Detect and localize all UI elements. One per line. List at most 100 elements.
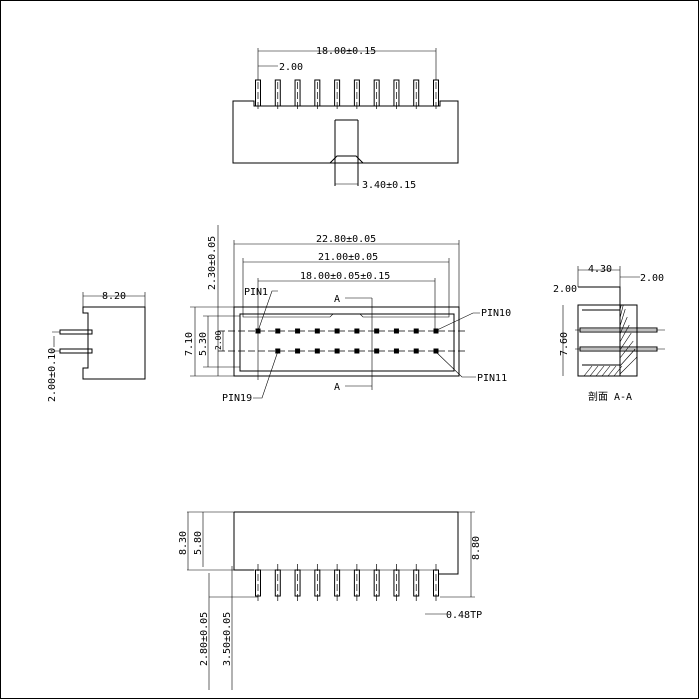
dim-depth: 8.20: [102, 291, 126, 302]
dim-pin-tail-b: 3.50±0.05: [222, 612, 233, 666]
section-hatch: [583, 304, 638, 377]
key-notch: [242, 313, 450, 318]
pin: [334, 569, 341, 597]
front-dim-lines: [233, 240, 460, 380]
dim-pin-span-front: 18.00±0.05±0.15: [300, 271, 390, 282]
inner-cavity: [239, 313, 455, 372]
hatch-line: [619, 340, 634, 359]
dim-body-height: 8.30: [178, 531, 189, 555]
pin: [255, 569, 261, 597]
label-pin10: PIN10: [481, 308, 511, 319]
pin-bottom-row: [295, 348, 301, 354]
front-pins: [255, 328, 439, 354]
pin-top-row: [334, 328, 340, 334]
front-view: 22.80±0.05 21.00±0.05 18.00±0.05±0.15 2.…: [184, 225, 511, 404]
section-title: 剖面 A-A: [588, 390, 632, 403]
section-line: [345, 297, 373, 390]
hatch-line: [583, 365, 593, 377]
pin-bottom-row: [393, 348, 399, 354]
side-view: 8.20 2.00±0.10: [47, 291, 146, 402]
hatch-line: [619, 316, 628, 335]
side-body: [82, 306, 146, 380]
hatch-line: [619, 356, 638, 375]
pin-top-row: [433, 328, 439, 334]
pin-bottom-row: [374, 348, 380, 354]
dim-pitch: 2.00: [279, 62, 303, 73]
dim-top-width: 4.30: [588, 264, 612, 275]
pin: [314, 569, 321, 597]
dim-offset-a: 2.00: [553, 284, 577, 295]
dim-overall-width: 7.10: [184, 332, 195, 356]
hatch-line: [613, 365, 623, 377]
hatch-line: [601, 365, 611, 377]
dim-row-pitch: 2.00: [214, 331, 223, 350]
pin-bottom-row: [354, 348, 360, 354]
pin-bottom-row: [433, 348, 439, 354]
dim-inner-width: 5.30: [198, 332, 209, 356]
dim-overall-length: 22.80±0.05: [316, 234, 376, 245]
row-centerlines: [218, 330, 465, 352]
pin: [433, 569, 439, 597]
side-pins: [59, 329, 93, 354]
dim-inner-height: 5.80: [193, 531, 204, 555]
dim-key-width: 3.40±0.15: [362, 180, 416, 191]
dim-total-height: 8.80: [471, 536, 482, 560]
key-slot: [329, 119, 364, 186]
bottom-dims: [187, 511, 475, 690]
pin-bottom-row: [413, 348, 419, 354]
dim-wall-offset: 2.30±0.05: [207, 236, 218, 290]
dim-offset-b: 2.00: [640, 273, 664, 284]
bottom-pins: [255, 564, 439, 602]
pin: [413, 569, 420, 597]
dim-inner-length: 21.00±0.05: [318, 252, 378, 263]
section-marker-top: A: [334, 294, 340, 305]
pin-top-row: [354, 328, 360, 334]
dim-side-pitch: 2.00±0.10: [47, 348, 58, 402]
hatch-line: [619, 304, 622, 311]
top-dim-lines: [257, 48, 437, 80]
section-marker-bottom: A: [334, 382, 340, 393]
pin-bottom-row: [314, 348, 320, 354]
hatch-line: [619, 304, 624, 319]
dim-pin-tail-a: 2.80±0.05: [199, 612, 210, 666]
pin: [294, 569, 301, 597]
pin-bottom-row: [334, 348, 340, 354]
outer-housing: [233, 306, 460, 377]
pin: [393, 569, 400, 597]
dim-section-height: 7.60: [559, 332, 570, 356]
hatch-line: [619, 348, 636, 367]
pin: [274, 569, 281, 597]
pin: [353, 569, 360, 597]
hatch-line: [619, 308, 626, 327]
pin-top-row: [314, 328, 320, 334]
section-dims: [562, 266, 665, 376]
bottom-body: [233, 511, 459, 575]
pin-top-row: [275, 328, 281, 334]
dim-pin-width: 0.48TP: [446, 610, 482, 621]
hatch-line: [607, 365, 617, 377]
label-pin1: PIN1: [244, 287, 268, 298]
pin-top-row: [393, 328, 399, 334]
top-view: 18.00±0.15 2.00 3.40±0.15: [232, 46, 459, 191]
bottom-view: 8.30 5.80 8.80 2.80±0.05 3.50±0.05 0.48T…: [178, 511, 482, 690]
side-dim-line: [82, 292, 146, 307]
pin-top-row: [295, 328, 301, 334]
label-pin11: PIN11: [477, 373, 507, 384]
pin: [373, 569, 380, 597]
hatch-line: [595, 365, 605, 377]
front-side-dims: [190, 225, 240, 377]
hatch-line: [589, 365, 599, 377]
pin-top-row: [374, 328, 380, 334]
top-pins: [255, 79, 439, 112]
top-body: [232, 100, 459, 164]
pin-top-row: [413, 328, 419, 334]
label-pin19: PIN19: [222, 393, 252, 404]
section-pins: [579, 327, 658, 352]
side-pitch-lines: [52, 331, 60, 352]
section-view: 4.30 2.00 2.00 7.60 剖面 A-A: [553, 264, 665, 403]
dim-pin-span: 18.00±0.15: [316, 46, 376, 57]
pin-leaders: [253, 290, 480, 399]
